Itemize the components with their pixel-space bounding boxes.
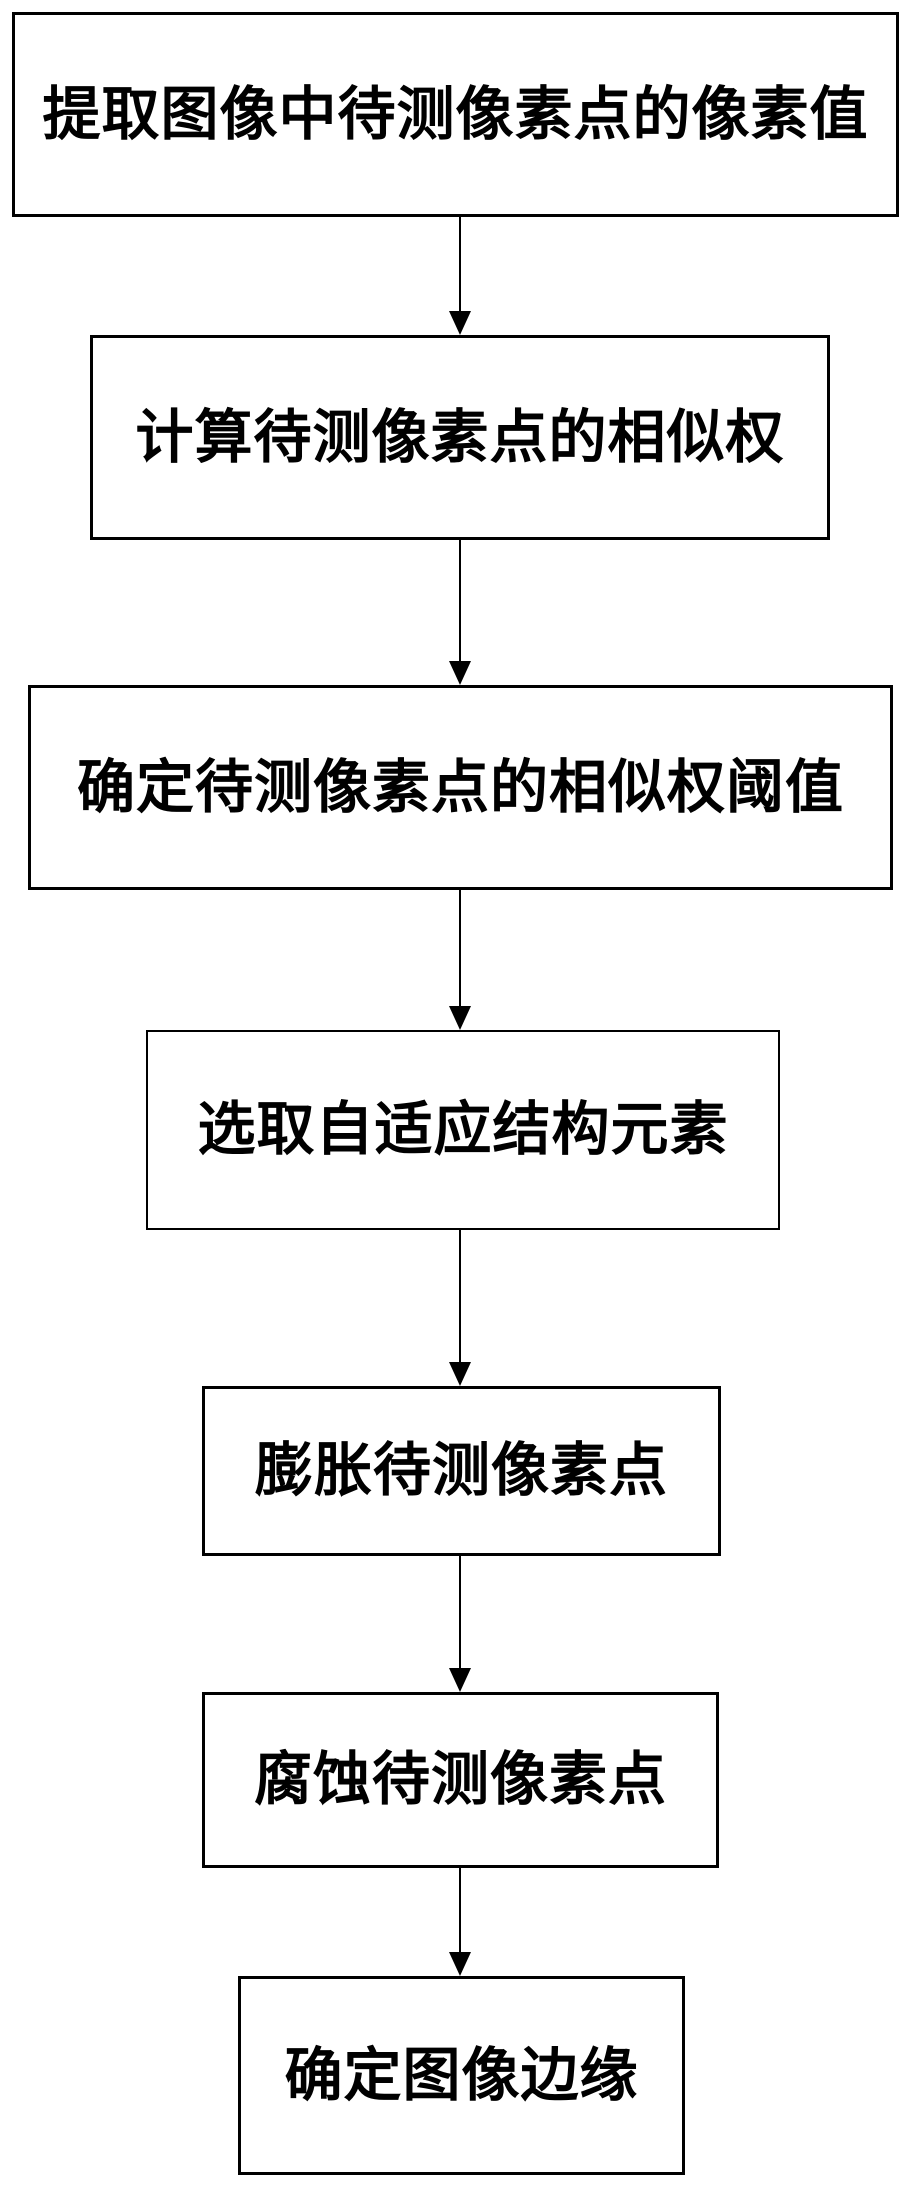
- flow-step-label: 腐蚀待测像素点: [253, 1747, 667, 1812]
- arrow-shaft: [459, 1868, 461, 1952]
- flow-step-label: 选取自适应结构元素: [197, 1097, 729, 1162]
- arrow-down-1: [448, 217, 472, 335]
- arrow-head-icon: [449, 661, 471, 685]
- arrow-head-icon: [449, 1952, 471, 1976]
- flow-step-label: 确定图像边缘: [284, 2042, 639, 2108]
- flow-step-label: 计算待测像素点的相似权: [135, 404, 785, 470]
- arrow-down-5: [448, 1556, 472, 1692]
- flow-step-label: 确定待测像素点的相似权阈值: [76, 754, 844, 820]
- arrow-shaft: [459, 540, 461, 661]
- arrow-shaft: [459, 217, 461, 311]
- flow-step-erode-pixels: 腐蚀待测像素点: [202, 1692, 719, 1868]
- arrow-shaft: [459, 1230, 461, 1362]
- flow-step-label: 膨胀待测像素点: [254, 1438, 668, 1503]
- arrow-shaft: [459, 1556, 461, 1668]
- arrow-head-icon: [449, 1362, 471, 1386]
- arrow-head-icon: [449, 1006, 471, 1030]
- flow-step-determine-threshold: 确定待测像素点的相似权阈值: [28, 685, 893, 890]
- arrow-shaft: [459, 890, 461, 1006]
- arrow-head-icon: [449, 311, 471, 335]
- flow-step-extract-pixel-values: 提取图像中待测像素点的像素值: [12, 12, 899, 217]
- flow-step-dilate-pixels: 膨胀待测像素点: [202, 1386, 721, 1556]
- arrow-down-4: [448, 1230, 472, 1386]
- arrow-down-2: [448, 540, 472, 685]
- arrow-head-icon: [449, 1668, 471, 1692]
- flow-step-compute-similarity-weight: 计算待测像素点的相似权: [90, 335, 830, 540]
- arrow-down-3: [448, 890, 472, 1030]
- arrow-down-6: [448, 1868, 472, 1976]
- flow-step-select-structuring-element: 选取自适应结构元素: [146, 1030, 780, 1230]
- flow-step-label: 提取图像中待测像素点的像素值: [42, 81, 869, 147]
- flow-step-determine-image-edge: 确定图像边缘: [238, 1976, 685, 2175]
